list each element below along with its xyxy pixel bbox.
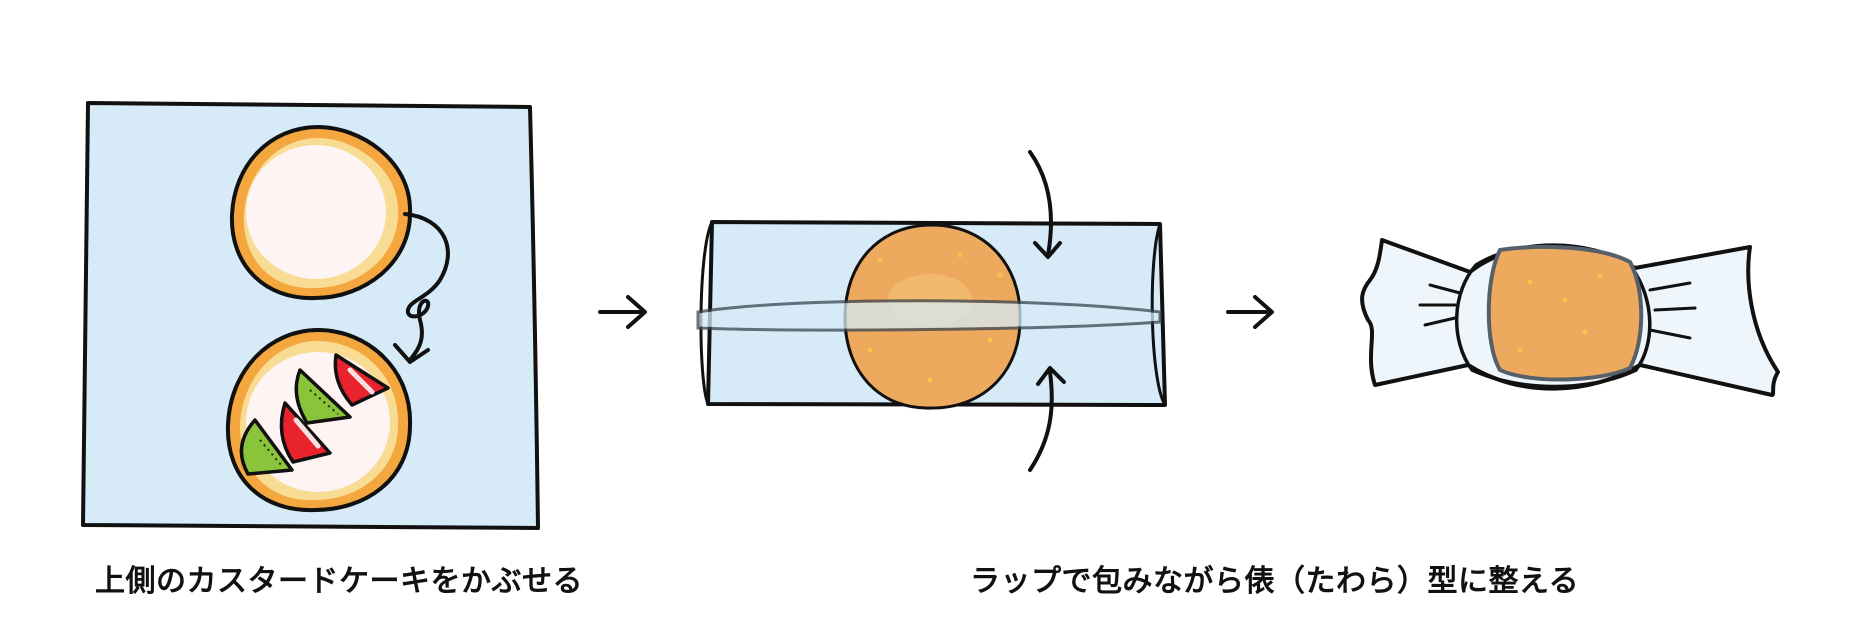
plastic-wrap-sheet xyxy=(81,101,540,530)
right-arrow-icon xyxy=(1226,295,1274,329)
fold-arrow-icon xyxy=(403,212,450,362)
step2-panel xyxy=(696,150,1167,472)
wrap-arrow-icon xyxy=(1028,150,1062,259)
step2-caption: ラップで包みながら俵（たわら）型に整える xyxy=(970,564,1580,599)
wrap-arrow-icon xyxy=(1028,366,1066,472)
right-arrow-icon xyxy=(598,295,647,329)
kiwi-slice xyxy=(239,418,294,476)
wrapped-cake xyxy=(1486,244,1644,382)
step1-caption: 上側のカスタードケーキをかぶせる xyxy=(95,564,583,599)
strawberry-slice xyxy=(279,401,332,464)
kiwi-slice xyxy=(294,368,352,425)
step3-panel xyxy=(1360,238,1780,397)
bottom-custard-cake xyxy=(225,327,413,513)
top-custard-cake xyxy=(229,124,413,301)
strawberry-slice xyxy=(333,353,390,407)
step1-panel xyxy=(81,101,540,530)
